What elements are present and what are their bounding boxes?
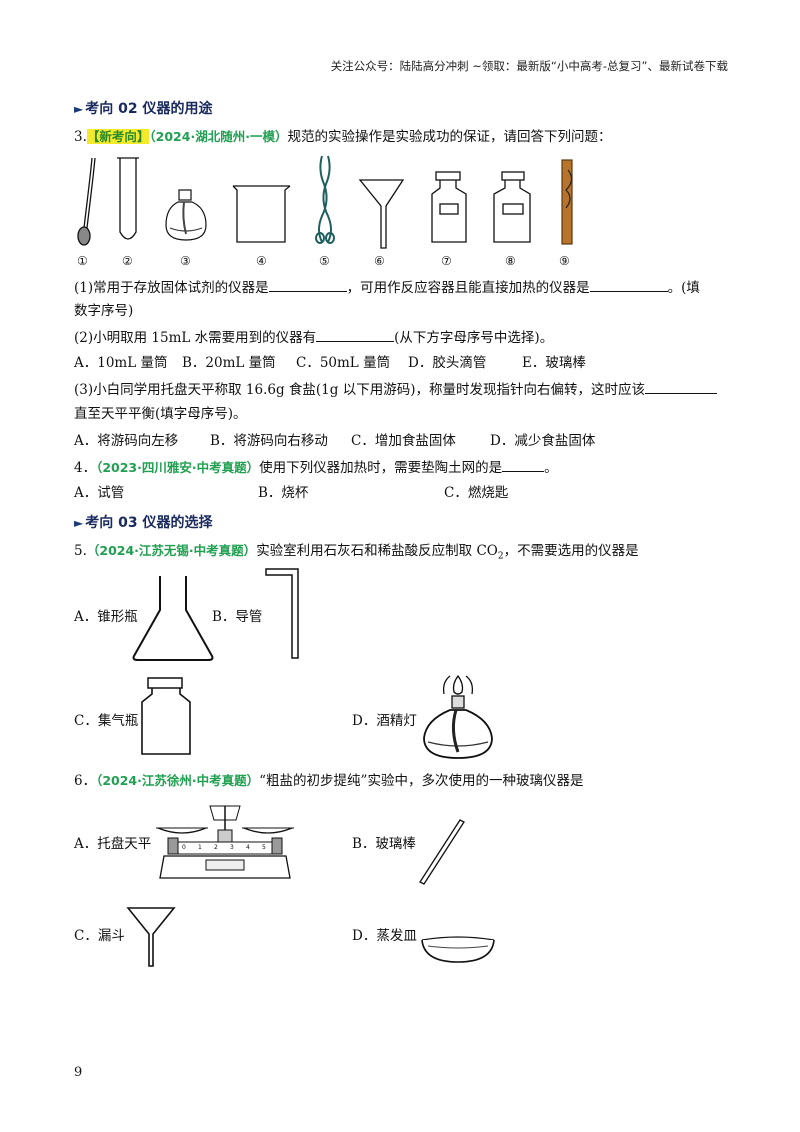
- alcohol-lamp-icon: [165, 189, 207, 241]
- instrument-label: ⑨: [559, 254, 570, 268]
- instrument-label: ⑤: [319, 254, 330, 268]
- question-4-stem: 4．（2023·四川雅安·中考真题）使用下列仪器加热时，需要垫陶土网的是 。: [74, 458, 558, 477]
- section-heading-03: ►考向 03 仪器的选择: [74, 512, 212, 532]
- arrow-icon: ►: [74, 102, 84, 116]
- option: C．增加食盐固体: [351, 433, 456, 449]
- instrument-label: ①: [77, 254, 88, 268]
- crucible-tongs-icon: [315, 155, 335, 244]
- text: (3)小白同学用托盘天平称取 16.6g 食盐(1g 以下用游码)，称量时发现指…: [74, 382, 645, 398]
- option: B．将游码向右移动: [210, 433, 328, 449]
- tick-label: 3: [230, 844, 234, 851]
- instrument-label: ②: [122, 254, 133, 268]
- option-c: C．集气瓶: [74, 713, 139, 729]
- section-title: 考向 03 仪器的选择: [85, 515, 213, 531]
- new-tag: 【新考向】: [86, 129, 150, 144]
- question-source: （2024·江苏无锡·中考真题）: [86, 543, 257, 558]
- question-text: 规范的实验操作是实验成功的保证，请回答下列问题：: [287, 129, 612, 145]
- option-b: B．玻璃棒: [352, 836, 416, 852]
- answer-blank[interactable]: [268, 278, 347, 292]
- option: D．胶头滴管: [408, 355, 487, 371]
- q3-part1-cont: 数字序号): [74, 303, 134, 319]
- test-tube-icon: [117, 157, 139, 240]
- section-heading-02: ►考向 02 仪器的用途: [74, 98, 212, 118]
- question-number: 6．: [74, 773, 97, 789]
- instrument-label: ④: [256, 254, 267, 268]
- instrument-row: [77, 155, 573, 249]
- q3-part2: (2)小明取用 15mL 水需要用到的仪器有 (从下方字母序号中选择)。: [74, 328, 553, 347]
- tick-label: 5: [262, 844, 266, 851]
- option-c: C．漏斗: [74, 928, 125, 944]
- glass-rod-icon: [419, 819, 465, 885]
- q3-part3-cont: 直至天平平衡(填字母序号)。: [74, 406, 247, 422]
- text: “粗盐的初步提纯”实验中，多次使用的一种玻璃仪器是: [259, 773, 584, 789]
- answer-blank[interactable]: [502, 458, 545, 472]
- tick-label: 2: [214, 844, 218, 851]
- page-number: 9: [74, 1065, 83, 1080]
- option: A．10mL 量筒: [74, 355, 168, 371]
- tick-label: 1: [198, 844, 202, 851]
- funnel-icon: [358, 179, 405, 249]
- question-6-stem: 6．（2024·江苏徐州·中考真题）“粗盐的初步提纯”实验中，多次使用的一种玻璃…: [74, 772, 583, 790]
- instrument-label: ⑦: [441, 254, 452, 268]
- arrow-icon: ►: [74, 516, 84, 530]
- text: 实验室利用石灰石和稀盐酸反应制取 CO: [256, 543, 498, 559]
- instrument-label: ⑧: [505, 254, 516, 268]
- medicine-spoon-icon: [77, 157, 96, 246]
- question-number: 5.: [74, 543, 87, 559]
- test-tube-holder-icon: [561, 159, 573, 245]
- page-header: 关注公众号：陆陆高分冲刺 ~领取：最新版“小中高考-总复习”、最新试卷下载: [330, 59, 728, 73]
- option: A．将游码向左移: [74, 433, 179, 449]
- option-a: A．托盘天平: [74, 836, 152, 852]
- narrow-mouth-bottle-icon: [493, 171, 531, 243]
- wide-mouth-bottle-icon: [431, 171, 467, 243]
- question-5-stem: 5.（2024·江苏无锡·中考真题）实验室利用石灰石和稀盐酸反应制取 CO2，不…: [74, 542, 639, 566]
- subscript: 2: [497, 551, 504, 562]
- question-source: （2023·四川雅安·中考真题）: [96, 460, 260, 475]
- text: 使用下列仪器加热时，需要垫陶土网的是: [259, 460, 503, 476]
- option-d: D．酒精灯: [352, 713, 417, 729]
- tick-label: 4: [246, 844, 250, 851]
- option: D．减少食盐固体: [490, 433, 596, 449]
- option: B．20mL 量筒: [182, 355, 276, 371]
- erlenmeyer-flask-icon: [132, 576, 214, 661]
- gas-collecting-bottle-icon: [141, 677, 191, 755]
- answer-blank[interactable]: [589, 278, 668, 292]
- evaporating-dish-icon: [421, 936, 495, 963]
- answer-blank[interactable]: [644, 380, 717, 394]
- question-source: （2024·湖北随州·一模）: [149, 129, 288, 144]
- platform-balance-icon: [156, 805, 294, 879]
- text: 。(填: [667, 280, 700, 296]
- question-3-stem: 3.【新考向】（2024·湖北随州·一模）规范的实验操作是实验成功的保证，请回答…: [74, 128, 611, 146]
- instrument-label: ⑥: [374, 254, 385, 268]
- option-a: A．锥形瓶: [74, 609, 138, 625]
- q3-part3: (3)小白同学用托盘天平称取 16.6g 食盐(1g 以下用游码)，称量时发现指…: [74, 380, 717, 399]
- option: C．燃烧匙: [444, 485, 509, 501]
- text: ，可用作反应容器且能直接加热的仪器是: [346, 280, 590, 296]
- text: (2)小明取用 15mL 水需要用到的仪器有: [74, 330, 317, 346]
- glass-tube-icon: [265, 568, 299, 659]
- option-d: D．蒸发皿: [352, 928, 417, 944]
- text: (从下方字母序号中选择)。: [394, 330, 554, 346]
- beaker-icon: [232, 185, 291, 243]
- answer-blank[interactable]: [316, 328, 395, 342]
- option: B．烧杯: [258, 485, 309, 501]
- option-b: B．导管: [212, 609, 263, 625]
- q3-part1: (1)常用于存放固体试剂的仪器是 ，可用作反应容器且能直接加热的仪器是 。(填: [74, 278, 700, 297]
- question-source: （2024·江苏徐州·中考真题）: [96, 773, 260, 788]
- tick-label: 0: [182, 844, 186, 851]
- instrument-label: ③: [180, 254, 191, 268]
- funnel-large-icon: [126, 907, 176, 967]
- question-number: 4．: [74, 460, 97, 476]
- option: A．试管: [74, 485, 125, 501]
- alcohol-lamp-large-icon: [423, 674, 493, 759]
- text: (1)常用于存放固体试剂的仪器是: [74, 280, 269, 296]
- text: ，不需要选用的仪器是: [503, 543, 639, 559]
- section-title: 考向 02 仪器的用途: [85, 101, 213, 117]
- option: C．50mL 量筒: [296, 355, 391, 371]
- question-number: 3.: [74, 129, 87, 145]
- option: E．玻璃棒: [522, 355, 586, 371]
- text: 。: [544, 460, 558, 476]
